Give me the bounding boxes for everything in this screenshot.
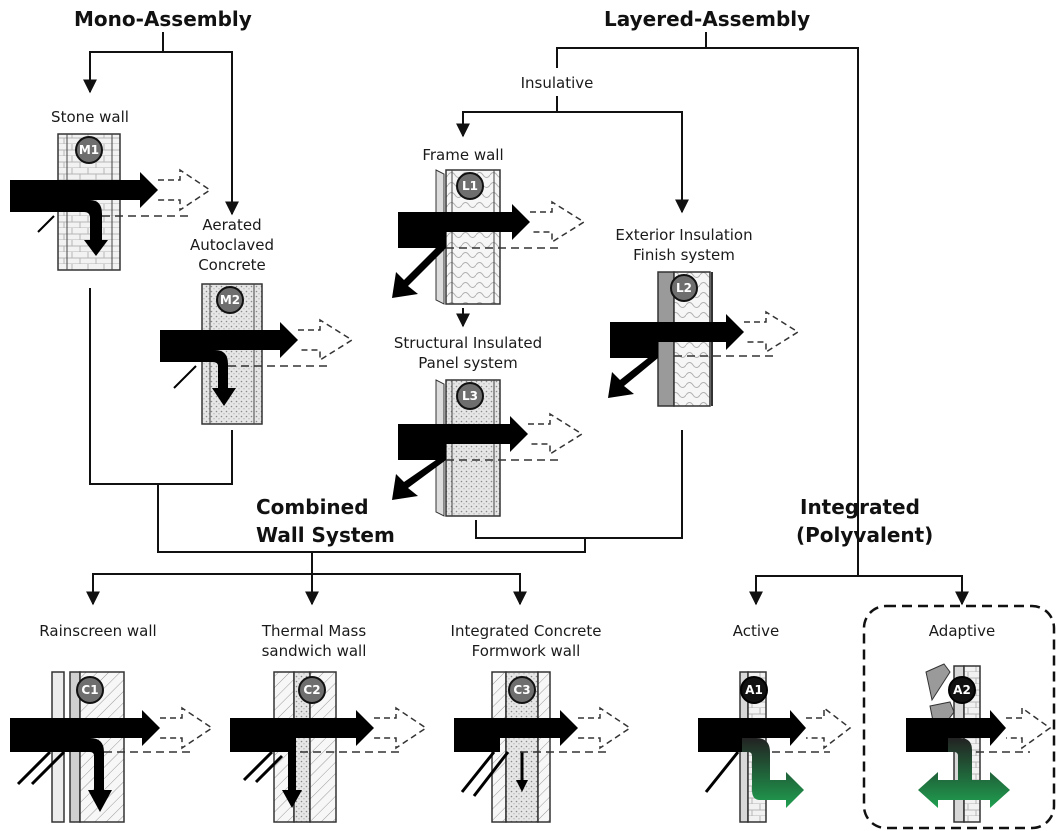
heat-flow-arrows-a2 <box>906 706 1052 808</box>
label-eifs-line1: Exterior Insulation <box>615 226 752 244</box>
label-aac-line2: Autoclaved <box>190 236 274 254</box>
label-thermal-line2: sandwich wall <box>262 642 367 660</box>
label-aac-line1: Aerated <box>202 216 261 234</box>
label-icf-line1: Integrated Concrete <box>451 622 602 640</box>
svg-text:C1: C1 <box>81 683 98 697</box>
heat-flow-arrows-c3 <box>454 706 632 797</box>
heading-combined-line1: Combined <box>256 495 369 519</box>
heat-flow-arrows-a1 <box>698 706 852 808</box>
label-frame-wall: Frame wall <box>422 146 503 164</box>
heading-layered-assembly: Layered-Assembly <box>604 7 810 31</box>
wall-c2-sandwich <box>273 671 337 823</box>
heat-flow-arrows-m2 <box>160 318 354 406</box>
wall-l3-sip <box>435 379 501 517</box>
label-sip-line1: Structural Insulated <box>394 334 542 352</box>
label-rainscreen: Rainscreen wall <box>39 622 156 640</box>
badge-l1: L1 <box>456 172 484 200</box>
badge-c3: C3 <box>508 676 536 704</box>
badge-m2: M2 <box>216 286 244 314</box>
badge-a2: A2 <box>948 676 976 704</box>
svg-text:A2: A2 <box>953 683 971 697</box>
svg-text:M2: M2 <box>220 293 240 307</box>
connector-lines <box>83 32 969 606</box>
heading-integrated-line1: Integrated <box>800 495 920 519</box>
label-eifs-line2: Finish system <box>633 246 735 264</box>
svg-text:L1: L1 <box>462 179 478 193</box>
heat-flow-arrows-l2 <box>608 310 800 398</box>
svg-text:M1: M1 <box>79 143 99 157</box>
label-active: Active <box>733 622 779 640</box>
heading-mono-assembly: Mono-Assembly <box>74 7 252 31</box>
adaptive-highlight-frame <box>862 604 1056 830</box>
label-adaptive: Adaptive <box>929 622 995 640</box>
svg-text:A1: A1 <box>745 683 763 697</box>
badge-c2: C2 <box>298 676 326 704</box>
label-thermal-line1: Thermal Mass <box>261 622 366 640</box>
heat-flow-arrows-m1 <box>10 168 212 256</box>
badge-l2: L2 <box>670 274 698 302</box>
heading-combined-line2: Wall System <box>256 523 395 547</box>
heat-flow-arrows-l3 <box>392 412 584 500</box>
heat-flow-arrows-c1 <box>10 706 214 812</box>
label-insulative: Insulative <box>521 74 594 92</box>
svg-text:L2: L2 <box>676 281 692 295</box>
heat-flow-arrows-c2 <box>230 706 428 808</box>
heading-integrated-line2: (Polyvalent) <box>796 523 933 547</box>
label-stone-wall: Stone wall <box>51 108 129 126</box>
label-aac-line3: Concrete <box>198 256 266 274</box>
label-icf-line2: Formwork wall <box>472 642 581 660</box>
badge-l3: L3 <box>456 382 484 410</box>
svg-text:C2: C2 <box>303 683 320 697</box>
badge-m1: M1 <box>75 136 103 164</box>
svg-text:C3: C3 <box>513 683 530 697</box>
heat-flow-arrows-l1 <box>392 200 586 298</box>
svg-text:L3: L3 <box>462 389 478 403</box>
badge-a1: A1 <box>740 676 768 704</box>
badge-c1: C1 <box>76 676 104 704</box>
label-sip-line2: Panel system <box>418 354 517 372</box>
